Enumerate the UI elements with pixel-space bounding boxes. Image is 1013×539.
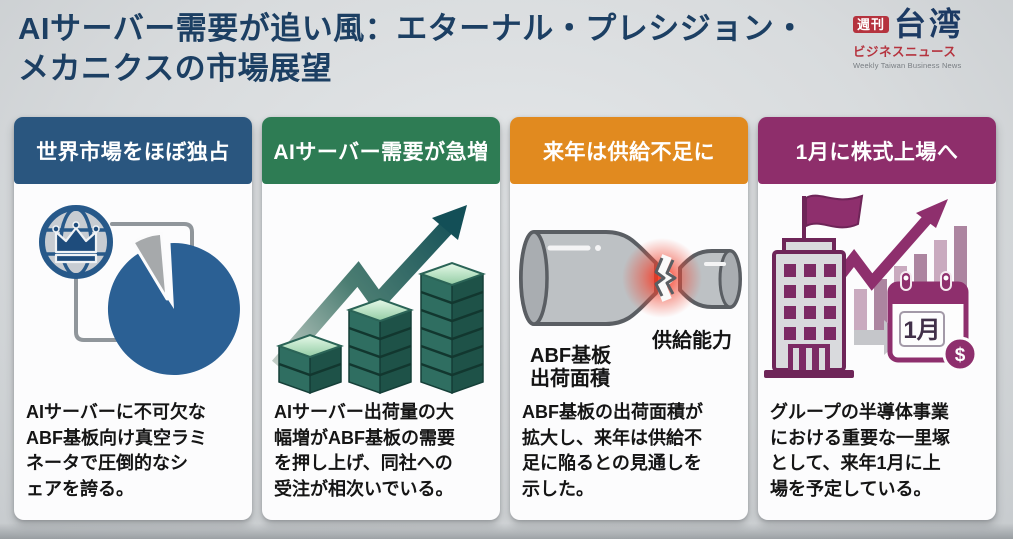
- card1-header: 世界市場をほぼ独占: [14, 117, 252, 184]
- connector-line: [74, 276, 118, 342]
- label-abf-substrate: ABF基板: [530, 343, 612, 367]
- flag-icon: [805, 194, 864, 229]
- calendar-month-label: 1月: [903, 317, 940, 344]
- building-windows: [784, 264, 836, 340]
- page-title-line-1: AIサーバー需要が追い風：エターナル・プレシジョン・: [18, 11, 806, 46]
- card4-header: 1月に株式上場へ: [758, 117, 996, 184]
- crack-icon: [654, 254, 677, 302]
- page-title: AIサーバー需要が追い風：エターナル・プレシジョン・ メカニクスの市場展望: [18, 9, 858, 88]
- connector-line: [110, 222, 194, 248]
- globe-crown-icon: [39, 205, 113, 279]
- card3-illustration: ABF基板 出荷面積 供給能力: [510, 184, 748, 399]
- label-shipment-area: 出荷面積: [530, 366, 611, 390]
- logo-name: 台湾: [894, 6, 965, 42]
- pie-chart: [107, 231, 240, 376]
- logo-subtitle: ビジネスニュース: [853, 45, 957, 59]
- cards-row: 世界市場をほぼ独占: [14, 117, 996, 520]
- publication-logo: 週刊 台湾 ビジネスニュース Weekly Taiwan Business Ne…: [853, 8, 1003, 70]
- server-stack-medium: [346, 297, 414, 395]
- growth-arrow-icon: [271, 205, 467, 372]
- card2-illustration: [262, 184, 500, 399]
- dollar-coin-icon: $: [942, 336, 978, 372]
- card3-body-text: ABF基板の出荷面積が 拡大し、来年は供給不 足に陥るとの見通しを 示した。: [522, 402, 703, 499]
- logo-top-row: 週刊 台湾: [853, 8, 1003, 40]
- logo-subtitle-en: Weekly Taiwan Business News: [853, 61, 962, 70]
- office-building-icon: [764, 194, 864, 378]
- card1-illustration: [14, 184, 252, 399]
- page-title-line-2: メカニクスの市場展望: [18, 50, 333, 86]
- card2-body-text: AIサーバー出荷量の大 幅増がABF基板の需要 を押し上げ、同社への 受注が相次…: [274, 402, 455, 499]
- card-ipo-january: 1月に株式上場へ: [758, 117, 996, 520]
- card-supply-shortage: 来年は供給不足に: [510, 117, 748, 520]
- card-demand-surge: AIサーバー需要が急増: [262, 117, 500, 520]
- card4-body-text: グループの半導体事業 における重要な一里塚 として、来年1月に上 場を予定してい…: [770, 402, 950, 499]
- bottleneck-illustration: ABF基板 出荷面積 供給能力: [519, 230, 742, 390]
- card1-body-text: AIサーバーに不可欠な ABF基板向け真空ラミ ネータで圧倒的なシ ェアを誇る。: [26, 402, 207, 499]
- card3-header: 来年は供給不足に: [510, 117, 748, 184]
- dollar-symbol: $: [955, 345, 966, 366]
- crown-icon: [54, 226, 98, 264]
- label-supply-capacity: 供給能力: [651, 328, 732, 352]
- server-growth-graphic: [271, 205, 486, 395]
- pie-slice-minor: [131, 231, 169, 301]
- pie-slice-major: [107, 243, 240, 376]
- card-market-dominance: 世界市場をほぼ独占: [14, 117, 252, 520]
- arrowhead: [916, 199, 948, 228]
- logo-weekly-badge: 週刊: [853, 15, 890, 33]
- server-stack-small: [276, 333, 344, 395]
- server-stack-tall: [418, 261, 486, 395]
- ipo-graphic: 1月 $: [764, 194, 978, 378]
- card4-illustration: 1月 $: [758, 184, 996, 399]
- arrowhead: [432, 205, 467, 240]
- calendar-icon: 1月: [887, 271, 969, 363]
- globe-crown-pie-graphic: [39, 205, 240, 376]
- card2-header: AIサーバー需要が急増: [262, 117, 500, 184]
